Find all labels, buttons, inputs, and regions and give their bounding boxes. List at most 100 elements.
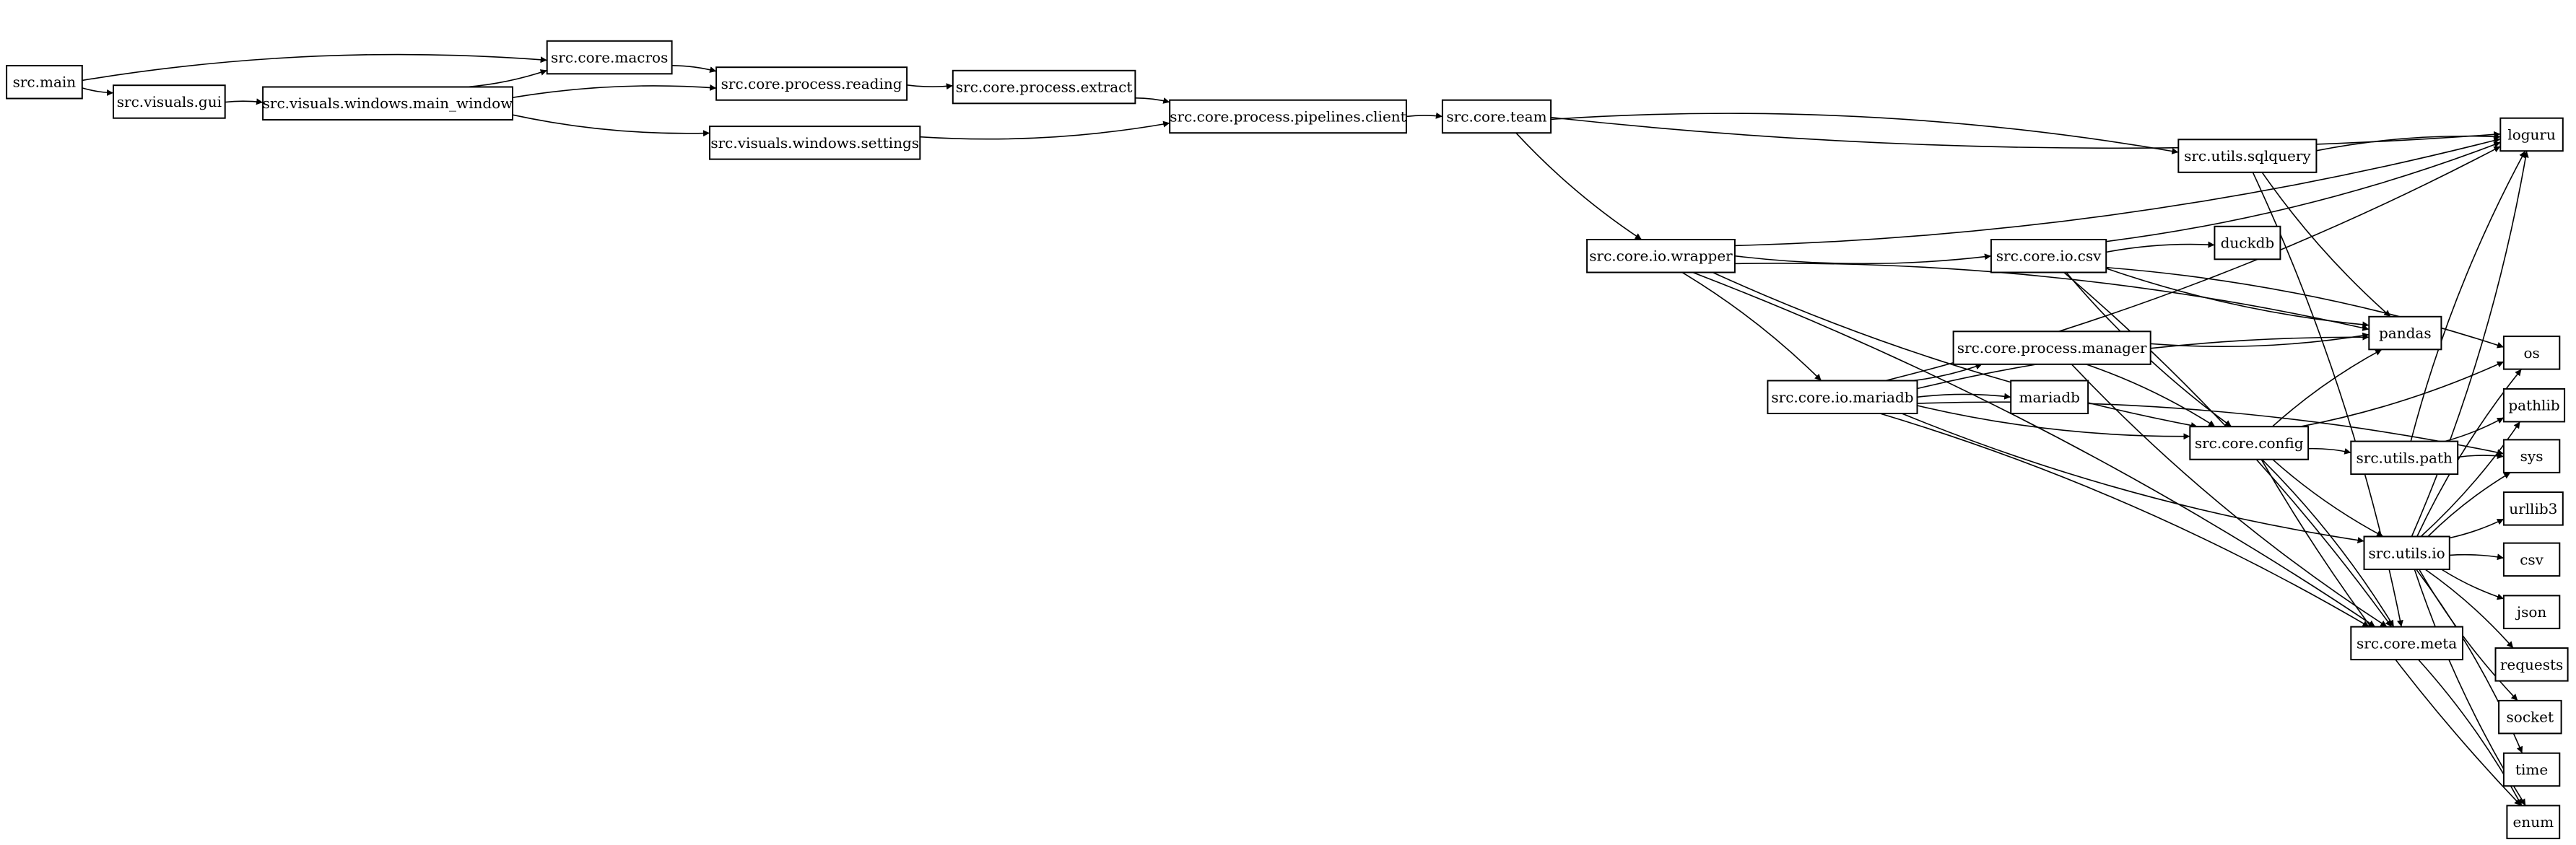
node-box [1441, 99, 1552, 134]
edge-upath-to-pathlib [2445, 416, 2505, 442]
edge-settings-to-client [920, 121, 1170, 140]
node-label: duckdb [2221, 235, 2275, 252]
edge-uio-to-sys [2427, 472, 2511, 538]
node-label: src.core.meta [2357, 634, 2457, 652]
edge-csvmod-to-os [2106, 266, 2505, 349]
node-label: src.visuals.windows.settings [710, 134, 919, 152]
edge-client-to-team [1406, 112, 1443, 119]
edge-wrapper-to-csvmod [1734, 253, 1991, 265]
node-label: src.core.io.csv [1996, 248, 2102, 265]
edge-sqlquery-to-loguru [2316, 133, 2501, 152]
node-box [952, 69, 1136, 105]
node-layer: src.main src.visuals.gui src.visuals.windo… [6, 40, 2569, 839]
node-reading: src.core.process.reading [715, 66, 908, 101]
node-label: socket [2507, 709, 2554, 726]
node-client: src.core.process.pipelines.client [1169, 99, 1407, 134]
node-box [715, 66, 908, 101]
edge-team-to-sqlquery [1551, 113, 2179, 154]
node-pandas: pandas [2368, 315, 2442, 351]
edge-csvmod-to-duckdb [2106, 241, 2215, 253]
edge-csvmod-to-pandas [2105, 268, 2370, 328]
node-macros: src.core.macros [546, 40, 673, 75]
node-label: src.visuals.gui [117, 93, 222, 110]
node-uio: src.utils.io [2363, 535, 2450, 570]
edge-manager-to-pandas [2150, 332, 2370, 347]
node-box [2177, 139, 2318, 173]
edge-mariadbmod-to-config [1917, 405, 2190, 440]
node-label: os [2523, 344, 2539, 362]
node-label: src.core.team [1446, 108, 1546, 125]
edge-mainwin-to-macros [466, 69, 547, 88]
node-settings: src.visuals.windows.settings [709, 126, 921, 160]
node-box [1586, 239, 1736, 273]
node-box [113, 84, 226, 119]
node-meta: src.core.meta [2350, 626, 2464, 661]
node-label: src.core.process.pipelines.client [1170, 108, 1406, 125]
node-upath: src.utils.path [2350, 440, 2459, 476]
edge-main-to-gui [82, 87, 114, 96]
node-time: time [2502, 752, 2561, 787]
node-box [6, 65, 83, 100]
edge-upath-to-loguru [2410, 150, 2526, 442]
edge-manager-to-config [2085, 364, 2216, 427]
node-loguru: loguru [2499, 117, 2564, 152]
node-box [709, 126, 921, 160]
node-label: src.utils.path [2357, 449, 2453, 466]
node-main: src.main [6, 65, 83, 100]
node-box [1169, 99, 1407, 134]
edge-uio-to-csv [2449, 553, 2505, 561]
node-mariadbmod: src.core.io.mariadb [1767, 380, 1918, 414]
edge-layer [82, 53, 2529, 806]
node-label: mariadb [2019, 388, 2080, 406]
edge-uio-to-loguru [2411, 151, 2529, 537]
node-label: src.utils.io [2369, 544, 2445, 561]
edge-config-to-os [2300, 361, 2505, 427]
node-box [2189, 426, 2310, 460]
node-label: json [2515, 603, 2547, 621]
edge-team-to-loguru [1551, 116, 2501, 149]
node-box [2506, 805, 2561, 839]
edge-uio-to-pathlib [2420, 421, 2521, 538]
edge-mariadbmod-to-mariadb [1917, 393, 2011, 400]
edge-mariadbmod-to-meta [1879, 413, 2370, 628]
edge-wrapper-to-loguru [1734, 137, 2501, 247]
node-label: time [2515, 761, 2548, 778]
node-box [2214, 225, 2281, 260]
node-duckdb: duckdb [2214, 225, 2281, 260]
edge-gui-to-mainwin [225, 98, 264, 105]
node-label: loguru [2507, 126, 2556, 144]
node-label: src.core.process.extract [956, 79, 1133, 96]
node-manager: src.core.process.manager [1952, 330, 2151, 365]
node-csv: csv [2502, 542, 2561, 577]
node-json: json [2502, 595, 2561, 629]
edge-config-to-pandas [2271, 349, 2383, 427]
edge-wrapper-to-meta [1692, 271, 2376, 628]
edge-wrapper-to-pandas [1734, 263, 2370, 331]
node-box [2498, 699, 2562, 735]
edge-sqlquery-to-pandas [2261, 172, 2391, 318]
node-box [2350, 626, 2464, 661]
node-enum: enum [2506, 805, 2561, 839]
node-label: sys [2520, 447, 2544, 465]
node-box [2502, 542, 2561, 577]
edge-config-to-uio [2272, 459, 2384, 538]
edge-mainwin-to-reading [512, 84, 717, 98]
node-label: urllib3 [2509, 500, 2557, 517]
node-socket: socket [2498, 699, 2562, 735]
node-extract: src.core.process.extract [952, 69, 1136, 105]
node-box [2502, 491, 2564, 526]
node-label: src.core.config [2195, 434, 2304, 452]
node-mariadb: mariadb [2010, 380, 2089, 414]
edge-upath-to-sys [2458, 452, 2504, 460]
edge-main-to-macros [82, 53, 547, 82]
node-label: pandas [2379, 325, 2432, 342]
node-gui: src.visuals.gui [113, 84, 226, 119]
node-label: requests [2500, 656, 2563, 673]
node-box [2010, 380, 2089, 414]
node-box [2502, 336, 2561, 370]
node-team: src.core.team [1441, 99, 1552, 134]
edge-mariadbmod-to-sys [1917, 401, 2505, 456]
node-label: src.core.process.manager [1957, 339, 2147, 356]
node-label: src.visuals.windows.main_window [263, 95, 513, 112]
node-box [1952, 330, 2151, 365]
